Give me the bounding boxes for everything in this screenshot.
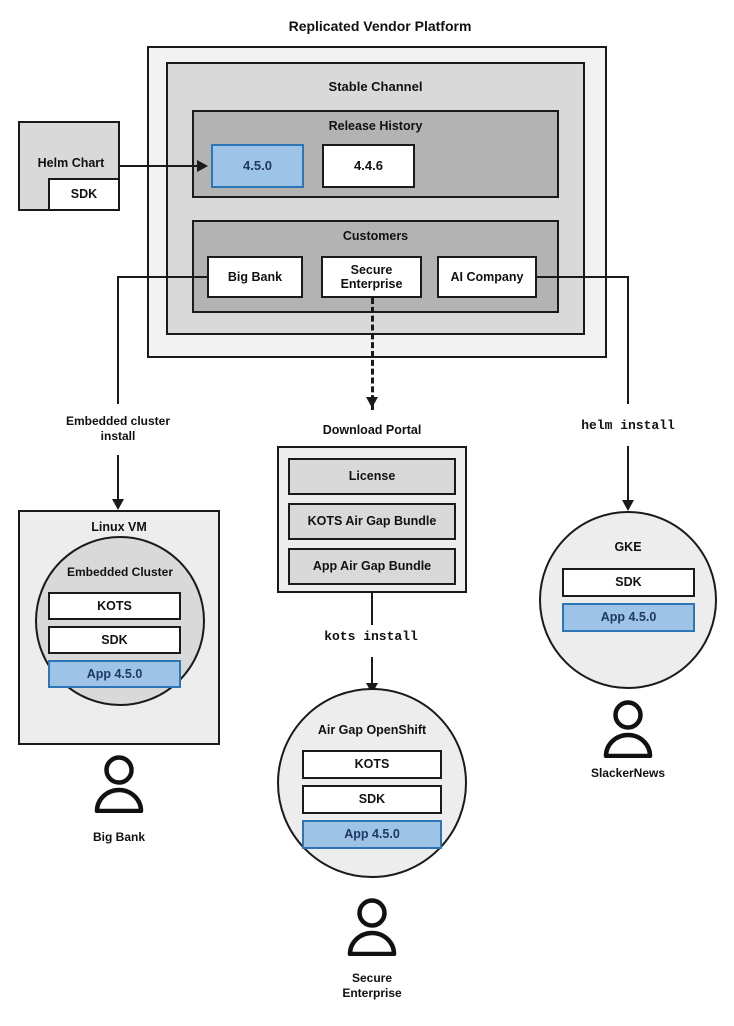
release-history-title: Release History (328, 119, 423, 133)
embedded-cluster-title: Embedded Cluster (66, 565, 174, 579)
airgap-component-app[interactable]: App 4.5.0 (302, 820, 442, 849)
person-icon-secure-enterprise (347, 898, 397, 956)
helm-chart-sdk-box[interactable]: SDK (48, 178, 120, 211)
download-asset-license[interactable]: License (288, 458, 456, 495)
customer-label-big-bank: Big Bank (92, 830, 145, 844)
customer-label-secure-enterprise: Secure Enterprise (292, 971, 452, 1001)
flow-label-helm-install: helm install (581, 418, 675, 433)
flow-label-line2: install (100, 429, 136, 443)
release-chip-4-4-6[interactable]: 4.4.6 (322, 144, 415, 188)
airgap-openshift-title: Air Gap OpenShift (317, 723, 427, 737)
linux-vm-component-sdk[interactable]: SDK (48, 626, 181, 654)
connector-secure-enterprise-dashed (371, 298, 374, 410)
connector-to-linuxvm-vertical (117, 455, 119, 501)
helm-chart-label: Helm Chart (37, 156, 105, 170)
gke-component-sdk[interactable]: SDK (562, 568, 695, 597)
release-chip-4-5-0[interactable]: 4.5.0 (211, 144, 304, 188)
linux-vm-title: Linux VM (91, 520, 147, 534)
airgap-openshift-circle (277, 688, 467, 878)
customer-chip-ai-company[interactable]: AI Company (437, 256, 537, 298)
customer-label-slackernews: SlackerNews (590, 766, 666, 780)
arrow-to-linuxvm-icon (112, 499, 124, 510)
flow-label-kots-install: kots install (324, 629, 418, 644)
connector-helm-to-release (120, 165, 198, 167)
download-asset-kots-air-gap-bundle[interactable]: KOTS Air Gap Bundle (288, 503, 456, 540)
customer-chip-secure-enterprise[interactable]: Secure Enterprise (321, 256, 422, 298)
gke-title: GKE (614, 540, 642, 554)
gke-circle (539, 511, 717, 689)
connector-download-portal-down (371, 593, 373, 625)
flow-label-embedded-cluster-install: Embedded cluster install (38, 414, 198, 444)
connector-to-gke-vertical (627, 446, 629, 504)
stable-channel-title: Stable Channel (328, 79, 423, 94)
arrow-to-download-portal-icon (366, 397, 378, 408)
airgap-component-kots[interactable]: KOTS (302, 750, 442, 779)
connector-aicompany-vertical (627, 276, 629, 404)
connector-bigbank-horizontal (117, 276, 209, 278)
person-icon-big-bank (94, 755, 144, 813)
customer-label-secure-enterprise-line2: Enterprise (342, 986, 402, 1000)
customers-title: Customers (342, 229, 409, 243)
customer-chip-big-bank[interactable]: Big Bank (207, 256, 303, 298)
flow-label-line1: Embedded cluster (65, 414, 171, 428)
airgap-component-sdk[interactable]: SDK (302, 785, 442, 814)
arrow-helm-to-release-icon (197, 160, 208, 172)
linux-vm-component-kots[interactable]: KOTS (48, 592, 181, 620)
gke-component-app[interactable]: App 4.5.0 (562, 603, 695, 632)
connector-bigbank-vertical (117, 276, 119, 404)
connector-to-airgap-vertical (371, 657, 373, 692)
person-icon-slackernews (603, 700, 653, 758)
connector-aicompany-horizontal (535, 276, 629, 278)
diagram-title: Replicated Vendor Platform (288, 18, 472, 34)
download-portal-title: Download Portal (322, 423, 422, 437)
customer-label-secure-enterprise-line1: Secure (351, 971, 393, 985)
linux-vm-component-app[interactable]: App 4.5.0 (48, 660, 181, 688)
arrow-to-gke-icon (622, 500, 634, 511)
download-asset-app-air-gap-bundle[interactable]: App Air Gap Bundle (288, 548, 456, 585)
